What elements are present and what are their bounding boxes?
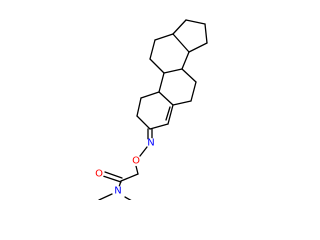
atom-carbonyl-oxygen: O [94,169,104,180]
bond [118,180,122,188]
bond [135,165,139,175]
bond [149,39,156,60]
bond [136,115,151,130]
bond [172,19,187,35]
atom-ether-oxygen: O [131,156,141,167]
bond [154,33,174,41]
bond [188,42,208,53]
bond [120,173,139,182]
bond [149,58,165,74]
bond-skeleton [98,19,208,200]
bond [172,33,190,53]
atom-pyrrolidine-nitrogen: N [113,186,123,197]
bond [149,123,169,130]
bond [167,104,174,125]
bond [185,19,206,25]
atom-label-o-carbonyl: O [95,169,103,180]
atom-labels: N O O N [94,138,156,197]
bond [204,23,208,44]
bond [158,91,174,106]
bond [136,97,142,117]
bond [98,193,113,200]
bond [181,68,197,83]
bond [140,91,160,99]
bond [172,100,192,106]
molecule-structure: N O O N [94,19,208,200]
atom-oxime-nitrogen: N [146,138,156,149]
atom-label-n-oxime: N [147,138,154,149]
bond [181,51,190,70]
bond [165,106,171,121]
bond [163,68,183,74]
bond [102,175,122,183]
atom-label-n-pyrrolidine: N [114,186,121,197]
bond [124,196,132,200]
bond [139,146,148,157]
atom-label-o-ether: O [132,156,140,167]
bond [190,81,197,102]
bond [158,72,165,93]
bond [104,171,123,179]
